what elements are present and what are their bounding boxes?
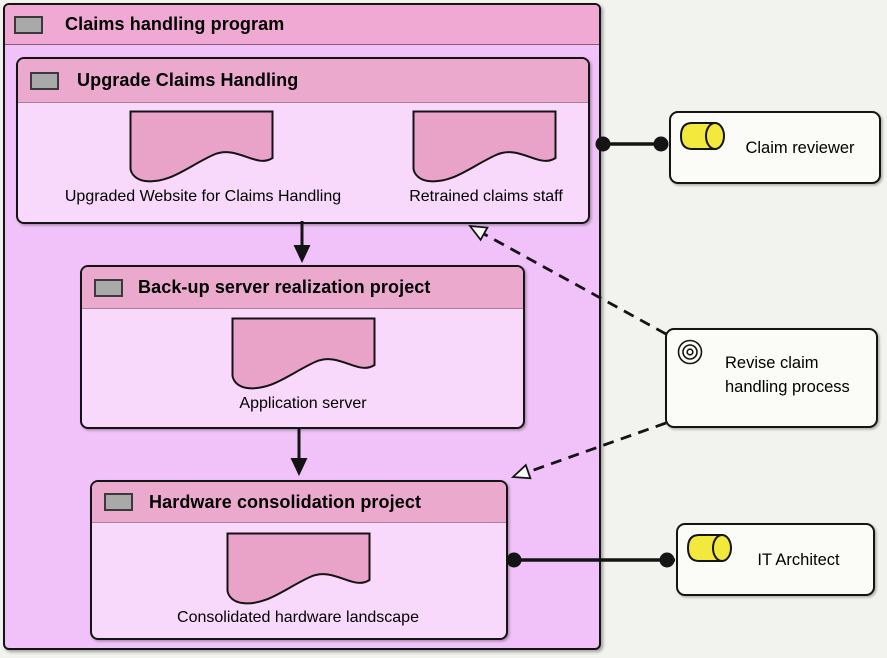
claim-reviewer-box[interactable]: Claim reviewer xyxy=(669,111,881,184)
upgrade-header: Upgrade Claims Handling xyxy=(18,59,588,103)
deliverable-upgraded-website[interactable] xyxy=(129,110,274,184)
work-package-icon xyxy=(30,71,59,90)
deliverable-label: Application server xyxy=(239,395,367,412)
revise-claim-goal-box[interactable]: Revise claim handling process xyxy=(665,328,878,428)
hardware-title: Hardware consolidation project xyxy=(149,491,422,512)
deliverable-retrained-staff[interactable] xyxy=(412,110,557,184)
hardware-consolidation-project-box[interactable]: Hardware consolidation project Consolida… xyxy=(90,480,508,640)
hardware-header: Hardware consolidation project xyxy=(92,482,506,523)
claims-handling-program-box[interactable]: Claims handling program Upgrade Claims H… xyxy=(3,3,601,650)
role-cylinder-icon xyxy=(679,122,725,150)
deliverable-application-server[interactable] xyxy=(231,317,376,391)
backup-title: Back-up server realization project xyxy=(138,277,431,297)
it-architect-label: IT Architect xyxy=(757,551,840,569)
link-claim-reviewer[interactable] xyxy=(595,136,669,152)
backup-server-project-box[interactable]: Back-up server realization project Appli… xyxy=(80,265,525,429)
it-architect-box[interactable]: IT Architect xyxy=(676,523,875,596)
deliverable-label: Consolidated hardware landscape xyxy=(177,609,419,626)
deliverable-hardware-landscape[interactable] xyxy=(226,532,371,606)
claim-reviewer-label: Claim reviewer xyxy=(745,139,855,157)
program-header: Claims handling program xyxy=(5,5,599,45)
work-package-icon xyxy=(14,15,43,34)
role-cylinder-icon xyxy=(686,534,732,562)
work-package-icon xyxy=(104,493,133,511)
work-package-icon xyxy=(94,278,123,297)
program-title: Claims handling program xyxy=(65,14,285,34)
upgrade-claims-handling-box[interactable]: Upgrade Claims Handling Upgraded Website… xyxy=(16,57,590,224)
backup-header: Back-up server realization project xyxy=(82,267,523,309)
upgrade-title: Upgrade Claims Handling xyxy=(77,70,299,90)
revise-goal-label: Revise claim handling process xyxy=(725,354,850,396)
goal-icon xyxy=(677,339,703,365)
deliverable-label: Upgraded Website for Claims Handling xyxy=(64,188,342,205)
deliverable-label: Retrained claims staff xyxy=(409,188,563,205)
